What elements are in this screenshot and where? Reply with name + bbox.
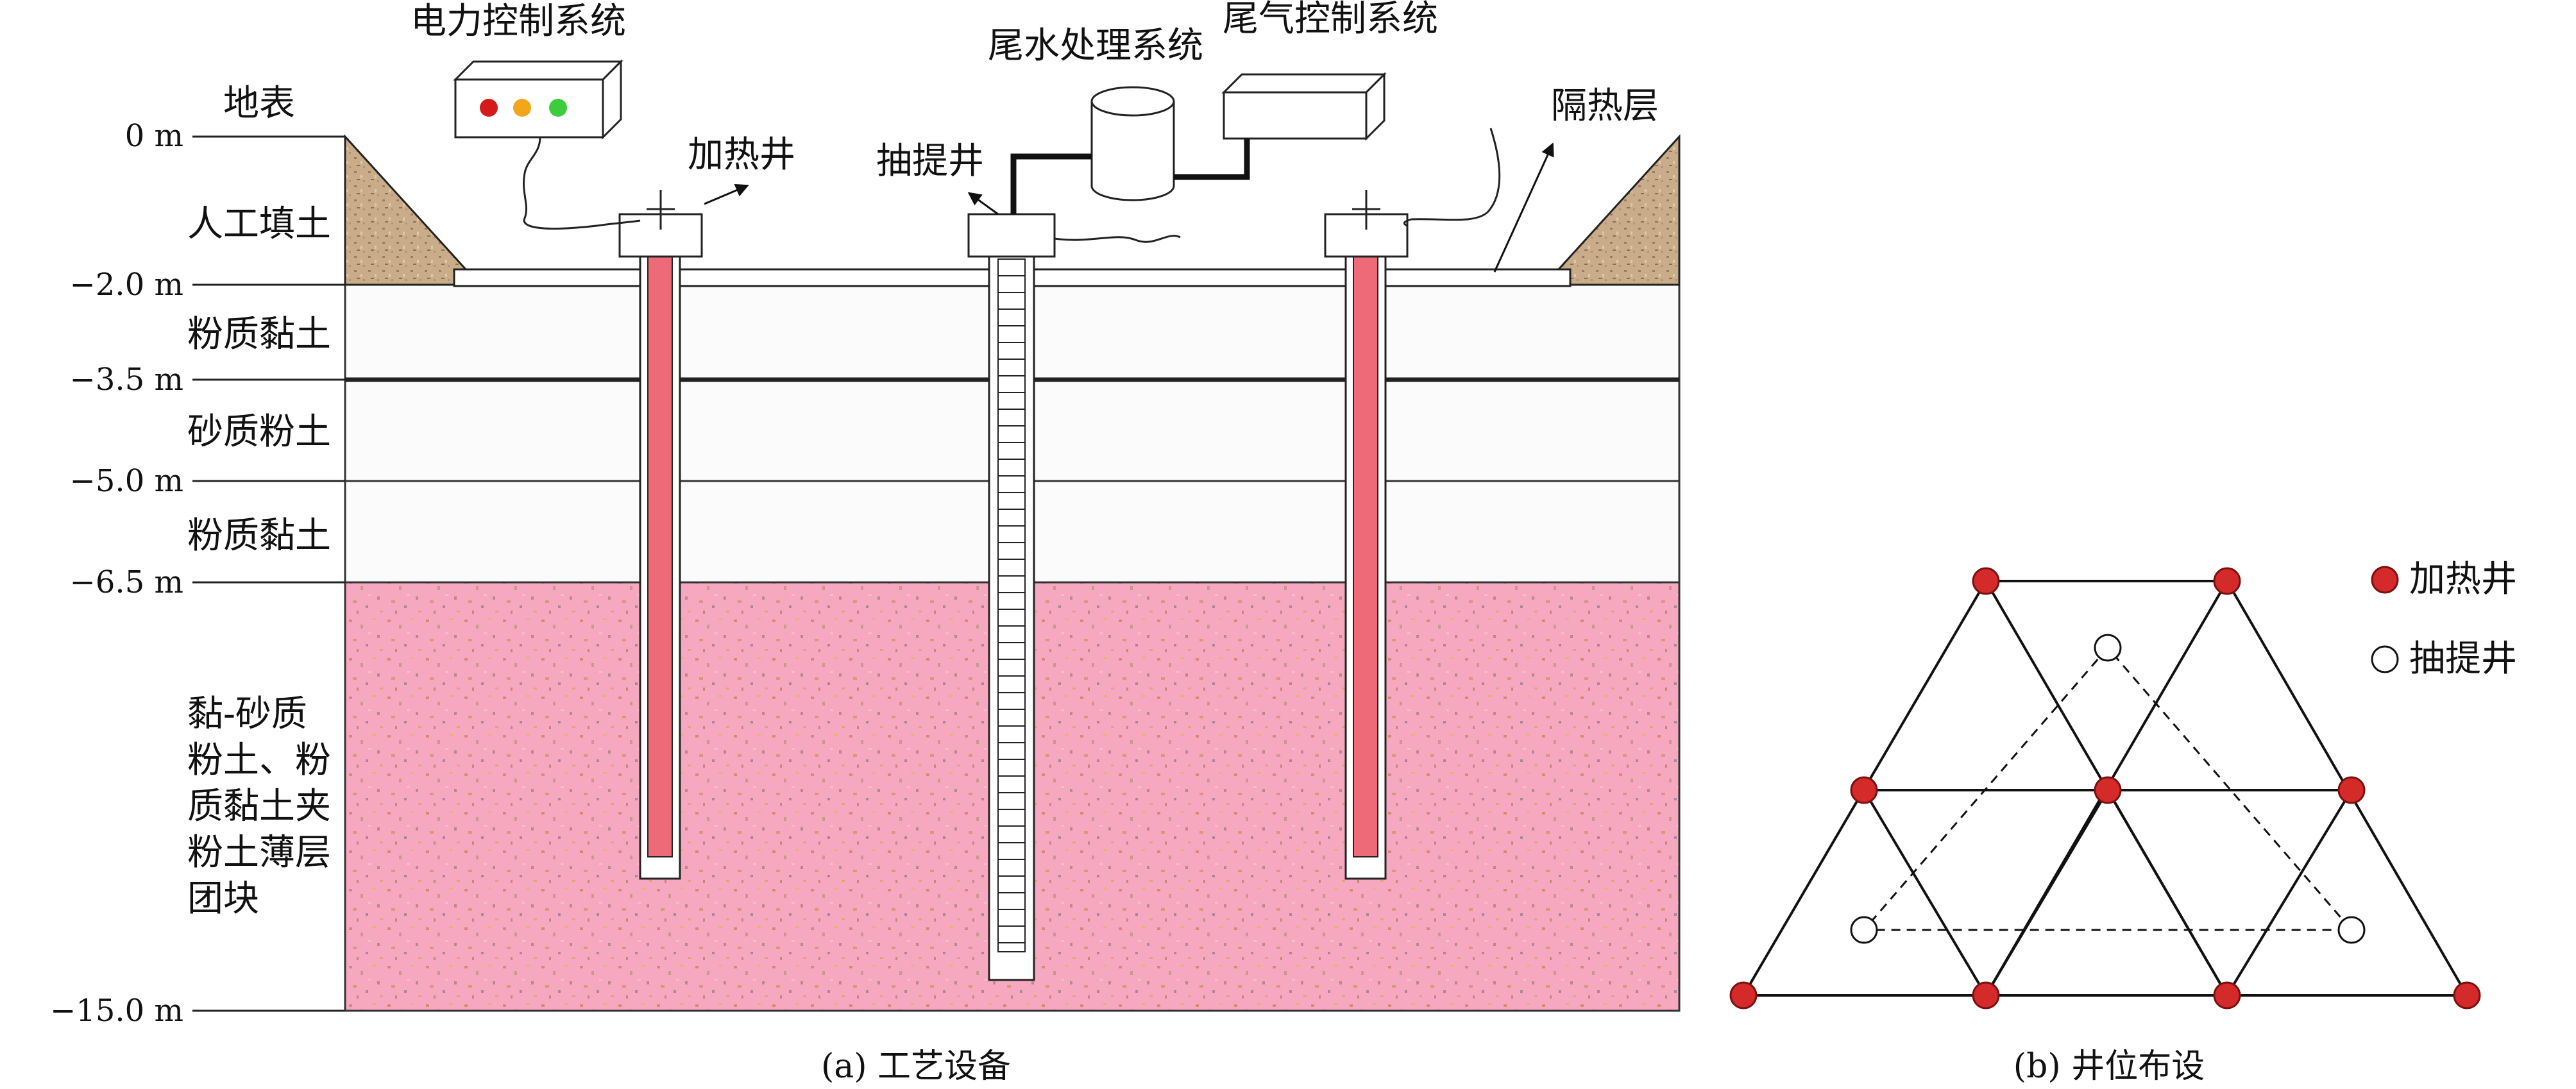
layer-name: 砂质粉土 bbox=[187, 411, 331, 453]
exhaust-control-label: 尾气控制系统 bbox=[1223, 0, 1438, 40]
depth-label: −3.5 m bbox=[70, 362, 183, 398]
caption-b: (b) 井位布设 bbox=[2013, 1047, 2205, 1086]
depth-label: −6.5 m bbox=[70, 564, 183, 600]
layer-name-line: 黏-砂质 bbox=[187, 693, 307, 735]
extraction-well-points bbox=[1850, 634, 2366, 944]
insulation-label: 隔热层 bbox=[1551, 85, 1659, 127]
well-layout-diagram: 加热井 抽提井 (b) 井位布设 bbox=[1729, 559, 2517, 1086]
caption-a: (a) 工艺设备 bbox=[821, 1047, 1011, 1086]
exhaust-control-box bbox=[1221, 72, 1387, 141]
artificial-fill-right bbox=[1542, 134, 1681, 286]
depth-label: −15.0 m bbox=[50, 993, 183, 1029]
layer-name-line: 质黏土夹 bbox=[187, 786, 331, 827]
layer-name: 人工填土 bbox=[187, 203, 331, 245]
layer-name: 粉质黏土 bbox=[187, 314, 331, 355]
heating-well-label: 加热井 bbox=[688, 134, 795, 176]
layer-name-line: 团块 bbox=[187, 878, 259, 920]
process-equipment-diagram: 0 m −2.0 m −3.5 m −5.0 m −6.5 m −15.0 m … bbox=[50, 0, 1681, 1086]
heating-well-points bbox=[1729, 567, 2481, 1009]
depth-label: −2.0 m bbox=[70, 267, 183, 303]
wastewater-tank bbox=[1090, 86, 1175, 201]
power-control-label: 电力控制系统 bbox=[411, 1, 626, 42]
legend-heating-label: 加热井 bbox=[2409, 559, 2517, 600]
surface-label: 地表 bbox=[223, 83, 295, 124]
layer-name: 粉质黏土 bbox=[187, 515, 331, 557]
artificial-fill-left bbox=[344, 134, 482, 286]
legend-heating-marker bbox=[2371, 566, 2399, 594]
legend-extraction-marker bbox=[2371, 645, 2399, 673]
heating-well-right bbox=[1324, 190, 1409, 880]
led-yellow bbox=[513, 99, 531, 117]
layer-name-line: 粉土、粉 bbox=[187, 739, 331, 781]
led-green bbox=[549, 99, 567, 117]
extraction-well-label: 抽提井 bbox=[876, 140, 984, 182]
extraction-triangle bbox=[1861, 646, 2354, 931]
heating-well-left bbox=[618, 190, 703, 880]
led-red bbox=[480, 99, 498, 117]
legend-extraction-label: 抽提井 bbox=[2409, 638, 2517, 680]
depth-label: 0 m bbox=[125, 118, 183, 154]
layer-name-line: 粉土薄层 bbox=[187, 832, 331, 874]
depth-label: −5.0 m bbox=[70, 463, 183, 499]
extraction-well bbox=[967, 213, 1056, 981]
legend: 加热井 抽提井 bbox=[2371, 559, 2517, 680]
power-control-box bbox=[453, 59, 623, 140]
wastewater-label: 尾水处理系统 bbox=[988, 25, 1203, 67]
